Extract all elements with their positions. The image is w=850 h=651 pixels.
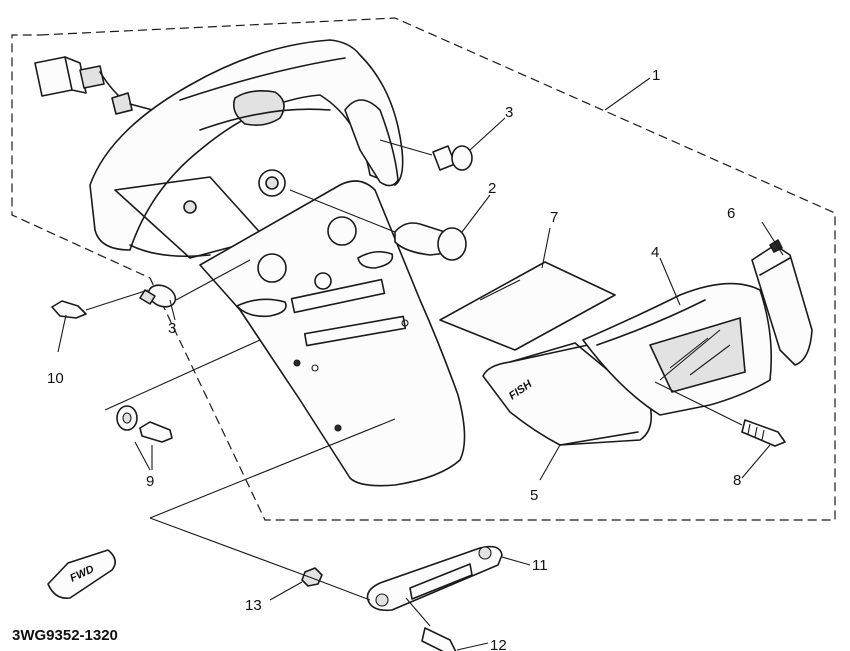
callout-5: 5 (530, 487, 538, 504)
callout-13: 13 (245, 597, 262, 614)
lens-lamp (582, 282, 772, 416)
assembly-boundary (11, 17, 836, 521)
nut (301, 567, 323, 587)
callout-7: 7 (550, 209, 558, 226)
callout-11: 11 (532, 557, 548, 574)
fwd-arrow-icon: FWD (47, 549, 116, 600)
callout-4: 4 (651, 244, 659, 261)
screw-small (51, 289, 149, 319)
callout-12: 12 (490, 637, 507, 651)
lens-clear (439, 261, 616, 351)
bulb-left (139, 259, 251, 308)
screw-8 (654, 381, 786, 447)
callout-1: 1 (652, 67, 660, 84)
leader-lines (57, 77, 784, 651)
callout-2: 2 (488, 180, 496, 197)
license-bracket (199, 180, 466, 487)
wire-connector (34, 56, 161, 115)
callout-9: 9 (146, 473, 154, 490)
part-code: 3WG9352-1320 (12, 627, 118, 644)
callout-6: 6 (727, 205, 735, 222)
screw-12 (405, 597, 457, 651)
callout-3-left: 3 (168, 320, 176, 337)
bulb-large (289, 189, 467, 261)
callout-8: 8 (733, 472, 741, 489)
guide-line-lower (149, 418, 396, 519)
guide-line-nut (149, 517, 371, 601)
bolt-grommet (104, 339, 261, 443)
callout-3-top: 3 (505, 104, 513, 121)
bulb-top (379, 139, 473, 171)
taillight-housing (89, 39, 404, 259)
plate-bracket (366, 545, 503, 612)
callout-10: 10 (47, 370, 64, 387)
